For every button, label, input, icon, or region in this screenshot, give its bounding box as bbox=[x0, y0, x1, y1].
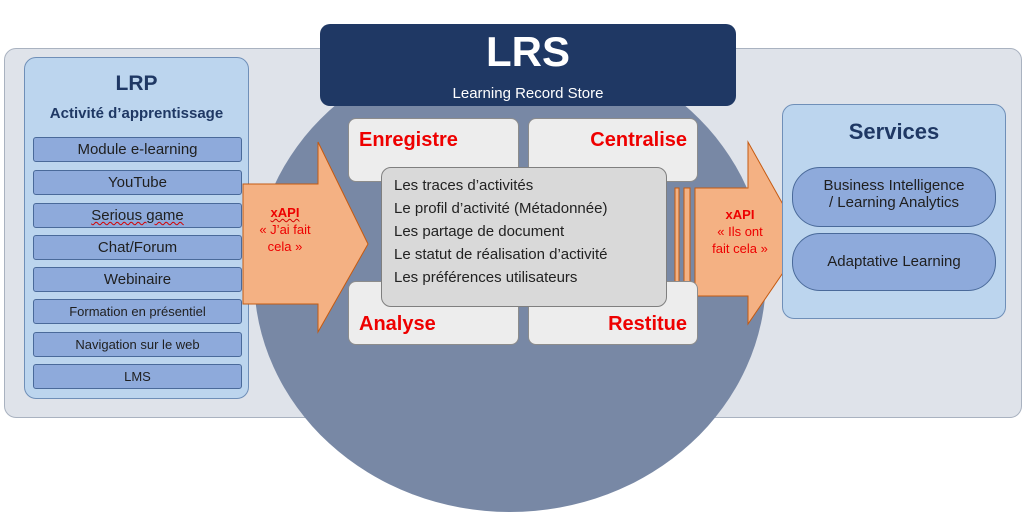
lrs-header: LRS Learning Record Store bbox=[320, 24, 736, 106]
activity-item: Serious game bbox=[33, 203, 242, 228]
enregistre-label: Enregistre bbox=[359, 129, 458, 151]
activity-item: LMS bbox=[33, 364, 242, 389]
activity-item: YouTube bbox=[33, 170, 242, 195]
flow-arrows bbox=[242, 140, 805, 334]
xapi-in-arrow bbox=[242, 141, 369, 334]
services-title: Services bbox=[848, 119, 940, 144]
activity-item: Chat/Forum bbox=[33, 235, 242, 260]
stripe bbox=[683, 187, 691, 297]
data-types-box: Les traces d’activités Le profil d’activ… bbox=[381, 167, 667, 307]
analyse-label: Analyse bbox=[359, 313, 436, 335]
service-business-intelligence: Business Intelligence / Learning Analyti… bbox=[792, 167, 996, 227]
lrp-panel: LRP Activité d’apprentissage Module e-le… bbox=[24, 57, 249, 399]
data-type-line: Le profil d’activité (Métadonnée) bbox=[394, 200, 608, 217]
activity-item: Formation en présentiel bbox=[33, 299, 242, 324]
lrp-subtitle: Activité d’apprentissage bbox=[49, 105, 224, 122]
lrp-title: LRP bbox=[115, 72, 158, 95]
data-type-line: Les partage de document bbox=[394, 223, 565, 240]
xapi-in-label: xAPI « J’ai fait cela » bbox=[259, 205, 311, 254]
lrs-subtitle: Learning Record Store bbox=[452, 85, 604, 102]
data-type-line: Les préférences utilisateurs bbox=[394, 269, 578, 286]
activity-item: Module e-learning bbox=[33, 137, 242, 162]
data-type-line: Le statut de réalisation d’activité bbox=[394, 246, 608, 263]
activity-item: Webinaire bbox=[33, 267, 242, 292]
service-adaptative-learning: Adaptative Learning bbox=[792, 233, 996, 291]
xapi-out-arrow bbox=[694, 140, 805, 326]
data-type-line: Les traces d’activités bbox=[394, 177, 534, 194]
services-panel: Services Business Intelligence / Learnin… bbox=[782, 104, 1006, 319]
card-enregistre: Enregistre bbox=[348, 118, 519, 182]
centralise-label: Centralise bbox=[590, 129, 687, 151]
activity-item: Navigation sur le web bbox=[33, 332, 242, 357]
restitue-label: Restitue bbox=[608, 313, 687, 335]
lrs-title: LRS bbox=[486, 28, 570, 75]
xapi-out-label: xAPI « Ils ont fait cela » bbox=[712, 207, 768, 256]
stripe bbox=[674, 187, 680, 297]
